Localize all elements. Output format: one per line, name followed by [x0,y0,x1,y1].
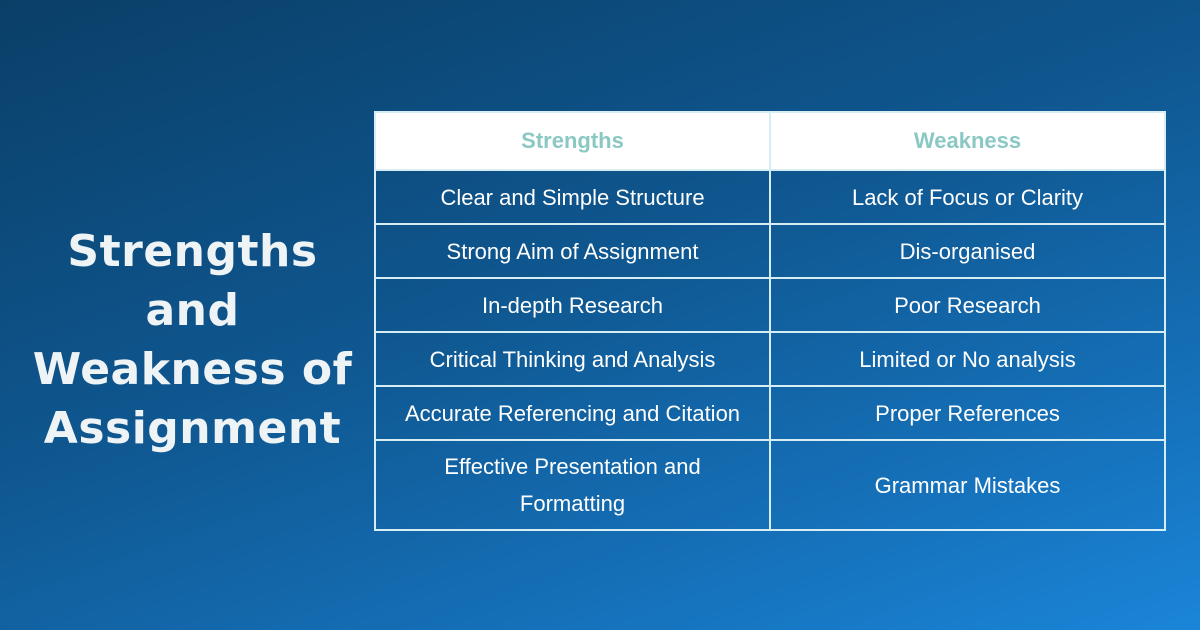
strength-cell: Clear and Simple Structure [374,169,771,225]
page-title: Strengths and Weakness of Assignment [20,222,365,458]
title-line: Weakness of [32,344,353,395]
header-weakness: Weakness [769,111,1166,171]
title-line: Assignment [43,403,342,454]
strength-cell: Critical Thinking and Analysis [374,331,771,387]
strength-cell: Effective Presentation and Formatting [374,439,771,531]
table-header-row: Strengths Weakness [374,111,1166,171]
weakness-cell: Dis-organised [769,223,1166,279]
weakness-cell: Limited or No analysis [769,331,1166,387]
title-line: Strengths and [67,226,318,336]
strength-cell: In-depth Research [374,277,771,333]
header-strengths: Strengths [374,111,771,171]
strength-cell: Strong Aim of Assignment [374,223,771,279]
weakness-cell: Poor Research [769,277,1166,333]
weakness-cell: Lack of Focus or Clarity [769,169,1166,225]
strengths-weakness-table: Strengths Weakness Clear and Simple Stru… [374,111,1166,531]
weakness-cell: Grammar Mistakes [769,439,1166,531]
weakness-cell: Proper References [769,385,1166,441]
strength-cell: Accurate Referencing and Citation [374,385,771,441]
